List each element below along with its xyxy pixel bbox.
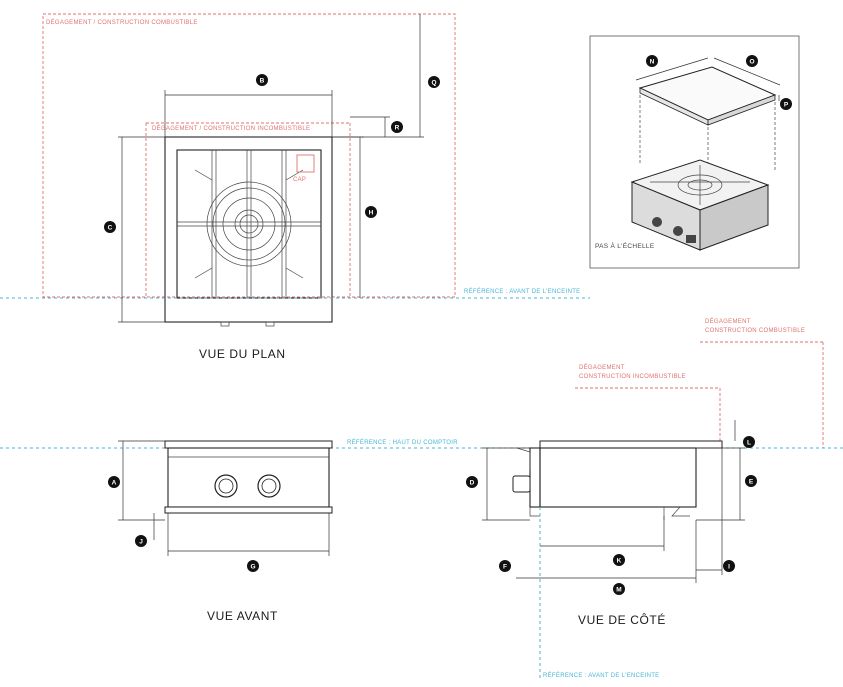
svg-text:P: P <box>784 102 789 109</box>
badge-H: H <box>365 206 377 218</box>
badge-J: J <box>135 535 147 547</box>
svg-text:K: K <box>617 558 622 565</box>
svg-text:R: R <box>395 125 400 132</box>
svg-text:F: F <box>503 564 507 571</box>
badge-F: F <box>499 560 511 572</box>
badge-K: K <box>613 554 625 566</box>
dimension-badges: A B C D E F G H I J K L M N O P Q R <box>104 55 792 595</box>
front-view: RÉFÉRENCE : HAUT DU COMPTOIR VUE AVANT <box>0 439 843 623</box>
burner-grate <box>177 150 321 298</box>
combustible-clearance-side-1: DÉGAGEMENT <box>705 318 751 325</box>
badge-R: R <box>391 121 403 133</box>
plan-view: DÉGAGEMENT / CONSTRUCTION COMBUSTIBLE DÉ… <box>0 13 590 361</box>
svg-text:A: A <box>112 480 117 487</box>
side-view-title: VUE DE CÔTÉ <box>578 612 666 627</box>
not-to-scale-label: PAS À L'ÉCHELLE <box>595 241 655 250</box>
svg-text:B: B <box>260 78 265 85</box>
noncombustible-clearance-side-2: CONSTRUCTION INCOMBUSTIBLE <box>579 374 686 380</box>
side-front-panel <box>529 447 541 508</box>
svg-text:E: E <box>749 479 754 486</box>
svg-text:G: G <box>250 564 255 571</box>
inset-knob-left <box>652 217 662 227</box>
badge-M: M <box>613 583 625 595</box>
svg-text:L: L <box>747 440 751 447</box>
cap-box <box>296 154 315 173</box>
plan-view-title: VUE DU PLAN <box>199 347 286 361</box>
cap-label: CAP <box>293 177 306 183</box>
svg-text:N: N <box>650 59 655 66</box>
badge-E: E <box>745 475 757 487</box>
side-body <box>539 447 697 508</box>
svg-text:O: O <box>749 59 754 66</box>
badge-I: I <box>723 560 735 572</box>
reference-front-label-plan: RÉFÉRENCE : AVANT DE L'ENCEINTE <box>464 288 580 295</box>
badge-O: O <box>746 55 758 67</box>
svg-text:I: I <box>728 564 730 571</box>
reference-top-label: RÉFÉRENCE : HAUT DU COMPTOIR <box>347 439 458 446</box>
side-knob <box>512 475 531 493</box>
side-top-plate <box>539 440 723 449</box>
svg-text:Q: Q <box>431 80 436 87</box>
front-knob-left <box>214 474 238 498</box>
front-top-plate <box>164 440 333 449</box>
badge-G: G <box>247 560 259 572</box>
front-view-title: VUE AVANT <box>207 609 278 623</box>
svg-text:D: D <box>470 480 475 487</box>
knob-stub-left <box>220 321 230 327</box>
inset-knob-right <box>673 226 683 236</box>
noncombustible-clearance-side-1: DÉGAGEMENT <box>579 364 625 371</box>
badge-B: B <box>256 74 268 86</box>
badge-L: L <box>743 436 755 448</box>
badge-C: C <box>104 221 116 233</box>
svg-text:J: J <box>139 539 143 546</box>
svg-text:C: C <box>108 225 113 232</box>
side-view: DÉGAGEMENT CONSTRUCTION COMBUSTIBLE DÉGA… <box>482 318 824 680</box>
isometric-inset: PAS À L'ÉCHELLE <box>589 35 800 269</box>
badge-Q: Q <box>428 76 440 88</box>
badge-N: N <box>646 55 658 67</box>
svg-text:H: H <box>369 210 374 217</box>
front-bottom-lip <box>164 506 333 514</box>
inset-frame <box>589 35 800 269</box>
badge-D: D <box>466 476 478 488</box>
badge-P: P <box>780 98 792 110</box>
burner-body-plan <box>164 136 333 323</box>
combustible-clearance-side-2: CONSTRUCTION COMBUSTIBLE <box>705 328 805 334</box>
noncombustible-clearance-label-plan: DÉGAGEMENT / CONSTRUCTION INCOMBUSTIBLE <box>152 125 310 132</box>
reference-front-label-side: RÉFÉRENCE : AVANT DE L'ENCEINTE <box>543 672 659 679</box>
combustible-clearance-outline-plan <box>42 13 456 298</box>
badge-A: A <box>108 476 120 488</box>
knob-stub-right <box>265 321 275 327</box>
combustible-clearance-label-plan: DÉGAGEMENT / CONSTRUCTION COMBUSTIBLE <box>46 19 198 26</box>
front-knob-right <box>257 474 281 498</box>
svg-text:M: M <box>616 587 621 594</box>
